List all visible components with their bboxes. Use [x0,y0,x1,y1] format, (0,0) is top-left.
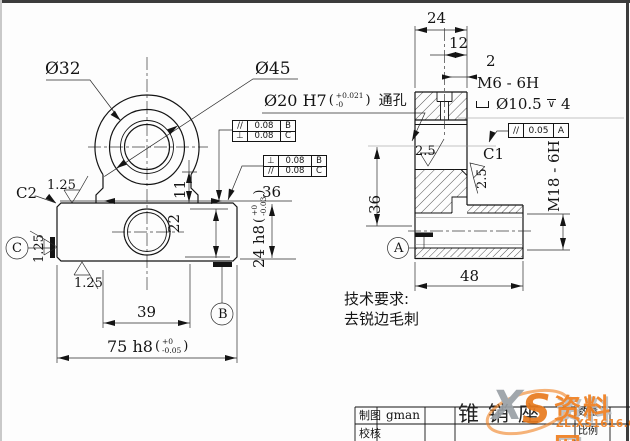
datum-c-symbol [5,236,55,260]
dim-75h8: 75 h8 ( +0 -0.05 ) [107,336,189,356]
roughness-icon [63,175,89,204]
dim-39: 39 [137,303,157,321]
page-border-right [626,0,629,441]
roughness-value: 1.25 [32,234,47,263]
datum-c-letter: C [12,241,22,256]
roughness-icon [469,162,486,194]
front-arrowheads [45,110,420,361]
parallel-icon: // [509,124,524,137]
roughness-value: 1.25 [47,178,76,193]
tech-req-body: 去锐边毛刺 [344,310,420,328]
parallel-icon: // [233,121,248,132]
datum-b-letter: B [218,307,228,322]
datum-b-symbol [210,262,234,326]
page-border-top [0,0,630,3]
chamfer-c1-label: C1 [483,145,505,163]
dia20-tolerance: +0.021 -0 [335,91,364,109]
part-name: 锥销座 [458,402,548,426]
tolerance-frame-lower: ⊥ 0.08 B // 0.08 C [263,155,327,177]
chamfer-c2-label: C2 [16,184,38,202]
dia20-note: Ø20 H7 ( +0.021 -0 ) 通孔 [264,90,407,110]
roughness-value: 1.25 [74,276,103,291]
dia32-label: Ø32 [45,59,81,79]
roughness-icon [29,230,58,256]
parallel-icon: // [264,166,279,176]
hatch-step [467,205,523,213]
dim-36-front: 36 [262,183,282,201]
counterbore-note: Ø10.5 ∨ 4 [476,97,571,112]
tolerance-frame-upper: // 0.08 B ⊥ 0.08 C [232,120,296,142]
dim-48: 48 [460,267,480,285]
datum-a-symbol [387,232,433,259]
tolerance-frame-a: // 0.05 A [508,123,569,138]
dim-11: 11 [171,179,189,199]
hatch-bottom [415,248,523,257]
perpendicular-icon: ⊥ [264,156,279,167]
side-section-view [366,26,624,291]
dim-36-side: 36 [366,194,384,214]
side-arrowheads [374,27,566,289]
dia20-main: Ø20 H7 [264,90,327,110]
perpendicular-icon: ⊥ [233,131,248,141]
drawn-by-label: 制图 [359,409,381,422]
roughness-value: 2.5 [475,168,490,189]
through-hole-label: 通孔 [378,92,407,109]
dim-24h8: 24 h8 ( +0 -0.03 ) [250,189,269,268]
roughness-value: 2.5 [415,144,436,159]
m18-thread-label: M18 - 6H [545,140,563,212]
m6-thread-note: M6 - 6H [477,74,540,92]
dia45-label: Ø45 [255,59,291,79]
quantity-label: 数量 [578,407,598,418]
page-border-left [0,0,2,441]
hatch-mid-block [415,169,467,213]
roughness-icon [419,138,445,167]
counterbore-icon [476,101,489,108]
scale-label: 比例 [578,426,598,437]
depth-icon: ∨ [546,99,557,110]
drawn-by-value: gman [386,408,420,422]
roughness-icon [73,261,99,290]
datum-a-letter: A [394,241,404,256]
dim-22: 22 [165,213,183,233]
dim-12: 12 [449,34,469,52]
tech-req-title: 技术要求: [344,290,410,308]
front-view [5,57,426,363]
dim-24-side: 24 [427,9,447,27]
dim-2: 2 [486,52,496,70]
checked-by-label: 校核 [359,427,381,440]
